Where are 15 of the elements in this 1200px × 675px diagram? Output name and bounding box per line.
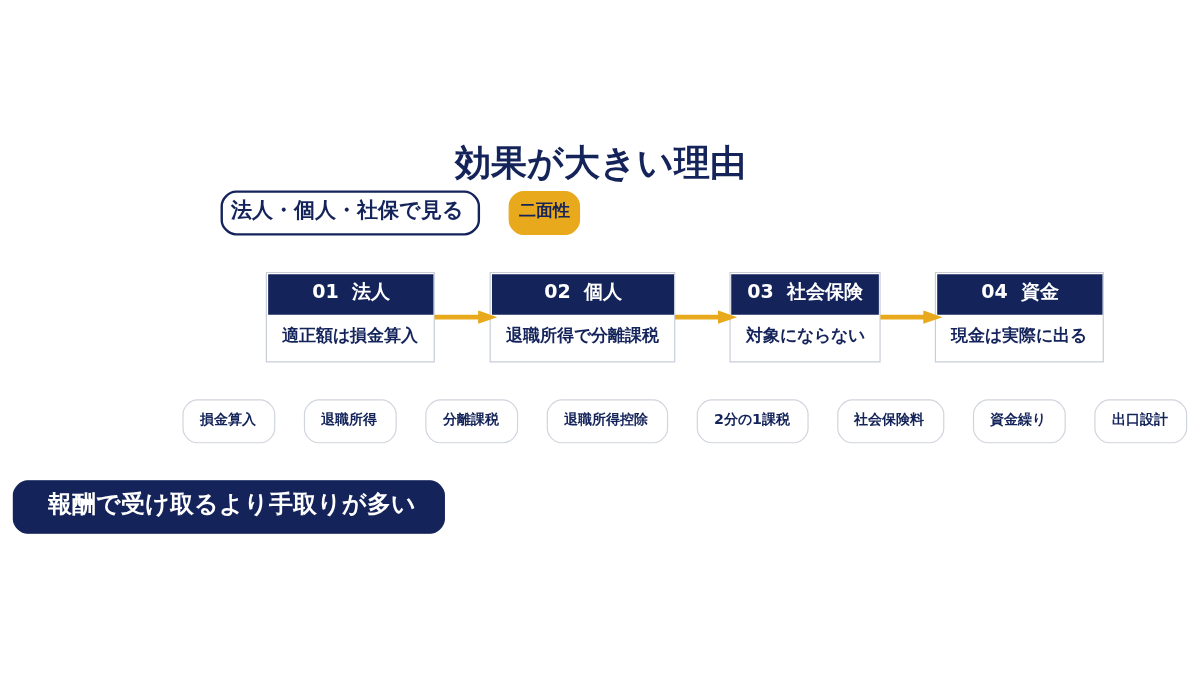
arrow <box>675 309 738 324</box>
diagram-title: 効果が大きい理由 <box>455 141 747 183</box>
node-box: 退職所得控除 <box>546 398 669 443</box>
arrow <box>880 309 943 324</box>
node-box: 退職所得 <box>303 398 397 443</box>
arrow <box>434 309 498 324</box>
node-box: 2分の1課税 <box>696 398 809 443</box>
label: 法人・個人・社保で見る <box>231 196 465 222</box>
label: 二面性 <box>518 200 570 220</box>
node-box: 分離課税 <box>425 398 519 443</box>
node-box: 資金繰り <box>972 398 1066 443</box>
node-box: 損金算入 <box>182 398 276 443</box>
node-box: 社会保険料 <box>837 398 945 443</box>
node-box: 出口設計 <box>1094 398 1188 443</box>
node-box: 報酬で受け取るより手取りが多い <box>12 479 445 534</box>
